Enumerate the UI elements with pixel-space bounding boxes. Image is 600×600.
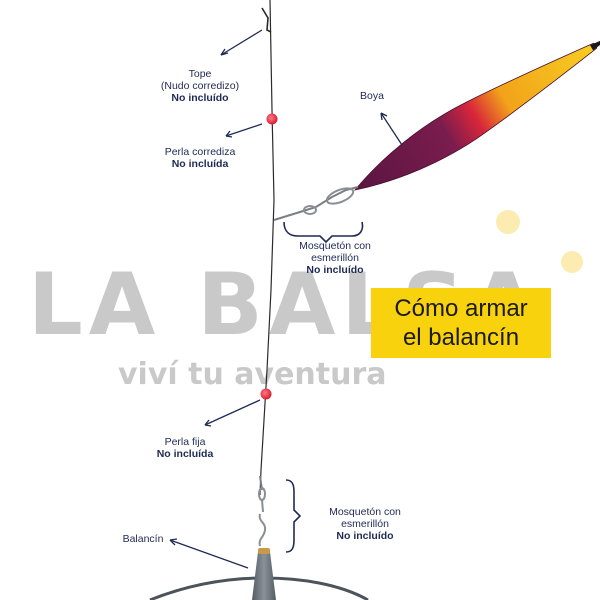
headline-line-1: Cómo armar	[394, 295, 528, 322]
bracket-swivel-1	[283, 221, 364, 244]
stop-knot	[261, 7, 272, 33]
arrow-tope	[220, 29, 263, 56]
label-tope-note: No incluído	[171, 92, 229, 104]
label-perla-fija-note: No incluída	[156, 448, 214, 460]
label-mosqueton-2-note: No incluído	[336, 530, 394, 542]
label-tope-title: Tope	[188, 68, 212, 80]
label-tope: Tope (Nudo corredizo) No incluído	[140, 68, 260, 104]
label-balancin: Balancín	[108, 533, 178, 545]
arrow-balancin-head	[169, 538, 178, 546]
label-perla-corrediza: Perla corrediza No incluída	[140, 146, 260, 170]
arrow-boya-head	[380, 112, 388, 121]
label-tope-subtitle: (Nudo corredizo)	[160, 80, 240, 92]
label-boya: Boya	[342, 90, 402, 102]
arrow-balancin	[169, 539, 249, 569]
watermark-tagline: viví tu aventura	[118, 357, 387, 392]
label-perla-fija-title: Perla fija	[164, 436, 206, 448]
sinker-cap	[258, 548, 270, 554]
label-mosqueton-1-note: No incluído	[306, 264, 364, 276]
arrow-boya	[380, 112, 403, 146]
label-mosqueton-2: Mosquetón con esmerillón No incluído	[305, 506, 425, 542]
arrow-perla-corrediza-head	[225, 130, 233, 138]
headline-line-2: el balancín	[402, 324, 520, 351]
decor-dot	[561, 251, 583, 273]
label-perla-corrediza-title: Perla corrediza	[164, 146, 236, 158]
float-boya	[353, 38, 600, 191]
label-perla-corrediza-note: No incluída	[171, 158, 229, 170]
arrow-tope-head	[220, 48, 229, 56]
headline-box: Cómo armar el balancín	[371, 288, 551, 358]
label-perla-fija: Perla fija No incluída	[130, 436, 240, 460]
pointer-arrows	[169, 29, 403, 569]
arrow-perla-fija-head	[204, 419, 212, 427]
bracket-swivel-2	[285, 479, 302, 553]
label-mosqueton-1-subtitle: esmerillón	[311, 252, 359, 264]
sinker	[252, 552, 276, 600]
swivel-ring	[303, 205, 317, 215]
arrow-perla-corrediza	[225, 123, 263, 137]
label-balancin-title: Balancín	[122, 533, 164, 545]
decor-dot	[496, 210, 520, 234]
sliding-bead	[266, 113, 278, 125]
lower-swivel-body	[258, 499, 267, 547]
label-mosqueton-1-title: Mosquetón con	[299, 240, 371, 252]
label-boya-title: Boya	[360, 90, 384, 102]
label-mosqueton-2-title: Mosquetón con	[329, 506, 401, 518]
snap-loop	[325, 187, 355, 205]
label-mosqueton-2-subtitle: esmerillón	[341, 518, 389, 530]
fixed-bead	[260, 388, 272, 400]
float-swivel	[273, 186, 359, 221]
fishing-line	[259, 0, 275, 496]
arrow-perla-fija	[204, 399, 261, 426]
label-mosqueton-1: Mosquetón con esmerillón No incluído	[275, 240, 395, 276]
